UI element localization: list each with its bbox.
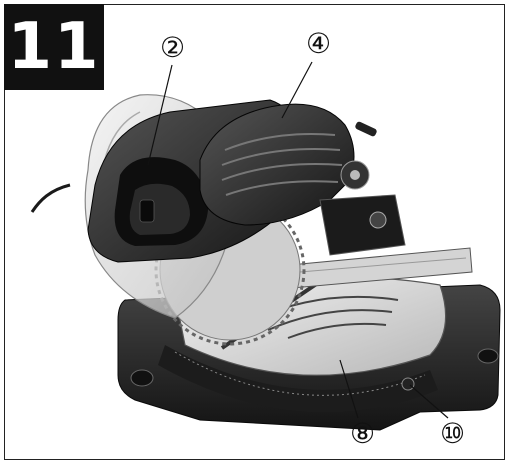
callout-8-label: ⑧ xyxy=(350,417,376,450)
figure-number-badge: 11 xyxy=(4,4,104,90)
callout-4-label: ④ xyxy=(306,27,332,60)
callout-10-label: ⑩ xyxy=(440,417,466,450)
callout-2-label: ② xyxy=(160,31,186,64)
